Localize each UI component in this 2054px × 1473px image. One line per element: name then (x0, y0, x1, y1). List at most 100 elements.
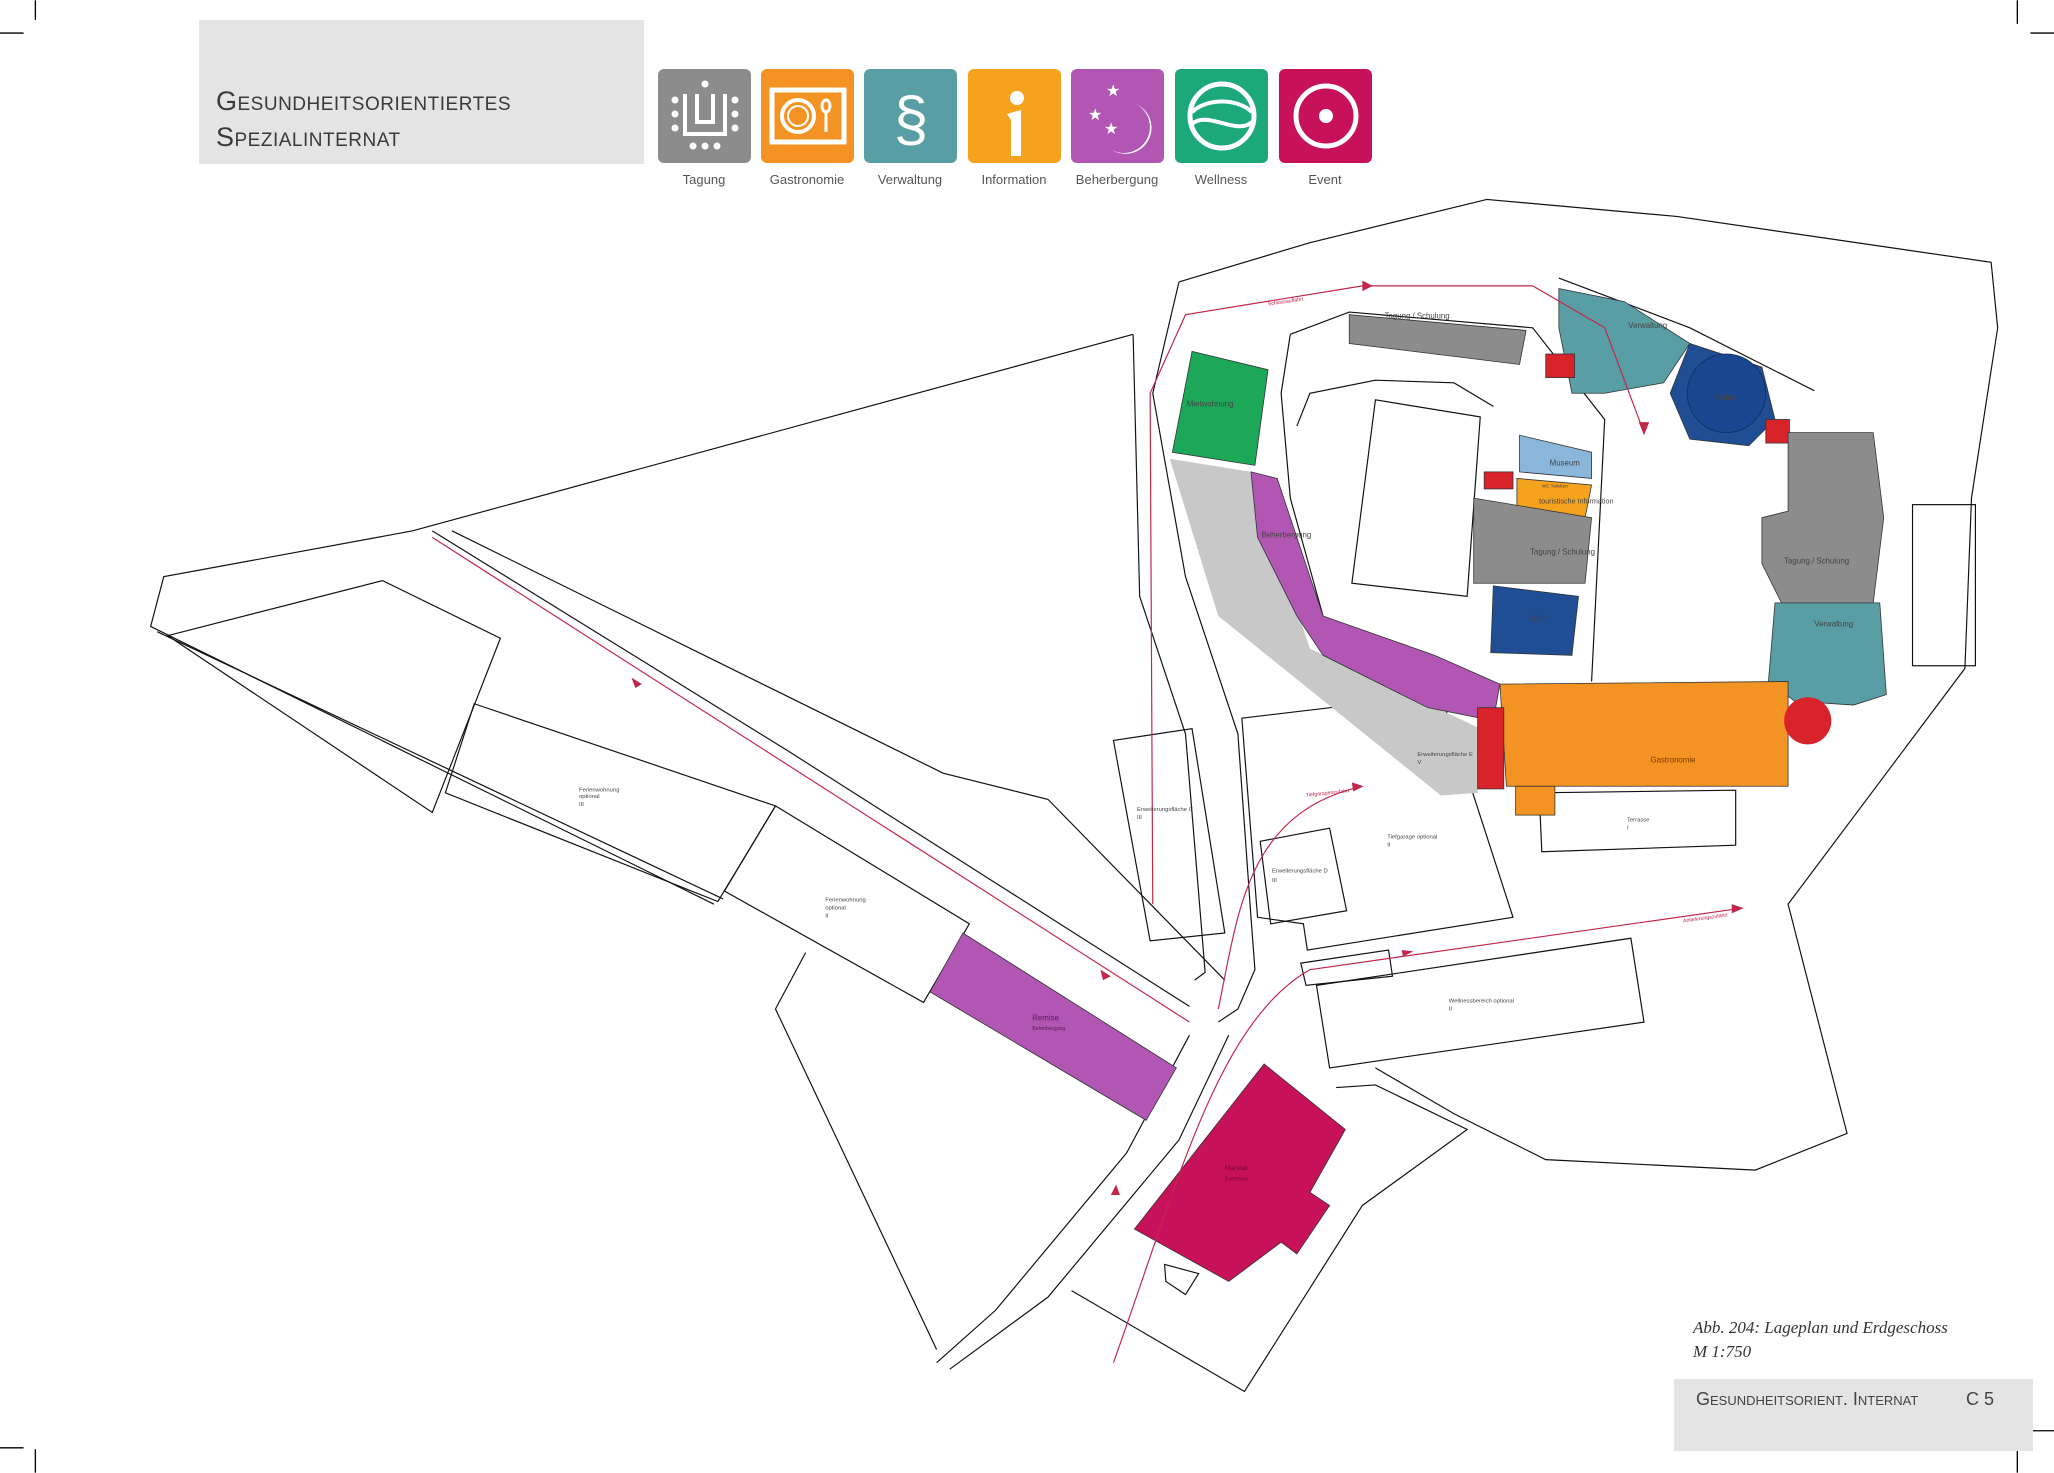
page-title-line1: Gesundheitsorientiertes (216, 86, 512, 116)
label-level: II (1387, 843, 1391, 849)
legend-event (1279, 69, 1372, 163)
label-level: III (1272, 878, 1277, 884)
label-kultur-east: Kultur (1716, 393, 1737, 402)
svg-text:★: ★ (1088, 107, 1102, 124)
label-verwaltung-east: Verwaltung (1814, 619, 1853, 628)
legend-label-information: Information (981, 172, 1047, 187)
page-number: C 5 (1966, 1389, 1995, 1409)
legend-label-verwaltung: Verwaltung (877, 172, 943, 187)
waves-icon (1187, 81, 1256, 151)
wellness-outline (1315, 937, 1645, 1069)
tagung-east-area (1761, 432, 1885, 604)
verwaltung-north-area (1558, 288, 1691, 394)
legend-tagung (658, 69, 751, 163)
legend-beherbergung: ★★★ (1071, 69, 1164, 163)
label-erweiterung-d: Erweiterungsfläche D (1272, 869, 1328, 875)
label-ferienwohnung-2: Ferienwohnung (825, 898, 866, 904)
building-uses (929, 288, 1887, 1282)
legend-label-wellness: Wellness (1194, 172, 1248, 187)
plate-icon (769, 87, 846, 145)
figure-caption: Abb. 204: Lageplan und Erdgeschoss (1693, 1318, 1948, 1337)
courtyard-building-outline (1351, 399, 1481, 597)
terrasse-outline (1538, 789, 1737, 853)
conference-table-icon (671, 80, 738, 150)
label-wc: WC Toiletten (1542, 484, 1568, 489)
info-icon (1006, 91, 1024, 156)
erweiterung-d-outline (1259, 827, 1348, 925)
label-tiefgarage: Tiefgarage optional (1387, 835, 1437, 841)
circulation-round (1784, 697, 1832, 745)
label-level: II (1449, 1006, 1453, 1012)
tagung-north-area (1348, 314, 1527, 365)
circulation-3 (1765, 419, 1790, 444)
label-ferienwohnung-1: Ferienwohnung (579, 788, 620, 794)
circulation-2 (1483, 471, 1514, 490)
ferienwohnung-2-outline (723, 805, 971, 1004)
gray-shade-area (1169, 458, 1478, 796)
erweiterung-c-outline (1112, 727, 1226, 942)
label-route-tiefgarage: Tiefgaragenzufahrt (1306, 788, 1351, 799)
svg-text:§: § (893, 85, 927, 154)
label-erweiterung-e: Erweiterungsfläche E (1417, 752, 1473, 758)
legend-wellness (1175, 69, 1268, 163)
svg-text:★: ★ (1104, 121, 1118, 138)
label-optional: optional (825, 905, 846, 911)
parcel-west (166, 579, 502, 814)
page-title-line2: Spezialinternat (216, 122, 401, 152)
circulation-1 (1545, 353, 1575, 378)
legend-information (968, 69, 1061, 163)
paragraph-icon: § (893, 85, 927, 154)
label-kultur-middle: Kultur (1529, 614, 1550, 623)
footer-box: Gesundheitsorient. Internat C 5 (1674, 1379, 2033, 1451)
footer-title: Gesundheitsorient. Internat (1696, 1389, 1919, 1409)
label-terrasse: Terrasse (1627, 818, 1650, 824)
circulation-strip (1477, 707, 1505, 790)
label-marstall-use: Eventsaal (1225, 1177, 1248, 1183)
label-level: III (1137, 815, 1142, 821)
label-route-schloss: Schlossauffahrt (1267, 296, 1304, 307)
label-erweiterung-c: Erweiterungsfläche C (1137, 807, 1194, 813)
mietwohnung-area (1171, 350, 1269, 466)
label-museum: Museum (1550, 458, 1581, 467)
legend-label-gastronomie: Gastronomie (769, 172, 845, 187)
museum-area (1519, 434, 1592, 479)
moon-stars-icon: ★★★ (1088, 83, 1152, 154)
tagung-middle-area (1473, 497, 1593, 584)
label-beherbergung: Beherbergung (1261, 530, 1311, 539)
kultur-middle-area (1490, 585, 1579, 656)
connector-outline (1300, 949, 1394, 987)
label-tagung-east: Tagung / Schulung (1784, 557, 1849, 566)
legend-label-event: Event (1308, 172, 1342, 187)
label-route-anlieferung: Anlieferungszufahrt (1683, 912, 1729, 924)
label-mietwohnung: Mietwohnung (1187, 399, 1234, 408)
remise-building (929, 932, 1177, 1121)
label-tagung-middle: Tagung / Schulung (1530, 547, 1595, 556)
label-level: V (1417, 760, 1421, 766)
label-touristische-info: touristische Information (1539, 496, 1613, 505)
label-remise: Remise (1032, 1014, 1059, 1023)
label-level: III (579, 802, 584, 808)
legend-gastronomie (761, 69, 854, 163)
label-level: I (1627, 826, 1629, 832)
label-verwaltung-north: Verwaltung (1628, 321, 1667, 330)
figure-scale: M 1:750 (1693, 1342, 1752, 1361)
label-wellness: Wellnessbereich optional (1449, 998, 1514, 1004)
label-level: II (825, 913, 829, 919)
header-box: Gesundheitsorientiertes Spezialinternat (199, 20, 644, 164)
route-arrows (631, 280, 1744, 1195)
legend-verwaltung: § (864, 69, 957, 163)
label-gastronomie: Gastronomie (1651, 756, 1697, 765)
target-icon (1293, 83, 1358, 149)
marstall-building (1133, 1063, 1346, 1282)
parcel-outlines (149, 198, 1999, 1393)
label-optional: optional (579, 794, 600, 800)
label-marstall: Marstall (1225, 1165, 1248, 1172)
gastronomie-area (1499, 681, 1789, 787)
ferienwohnung-1-outline (444, 703, 777, 903)
legend-label-tagung: Tagung (682, 172, 726, 187)
legend-label-beherbergung: Beherbergung (1075, 172, 1159, 187)
label-tagung-north: Tagung / Schulung (1385, 312, 1450, 321)
